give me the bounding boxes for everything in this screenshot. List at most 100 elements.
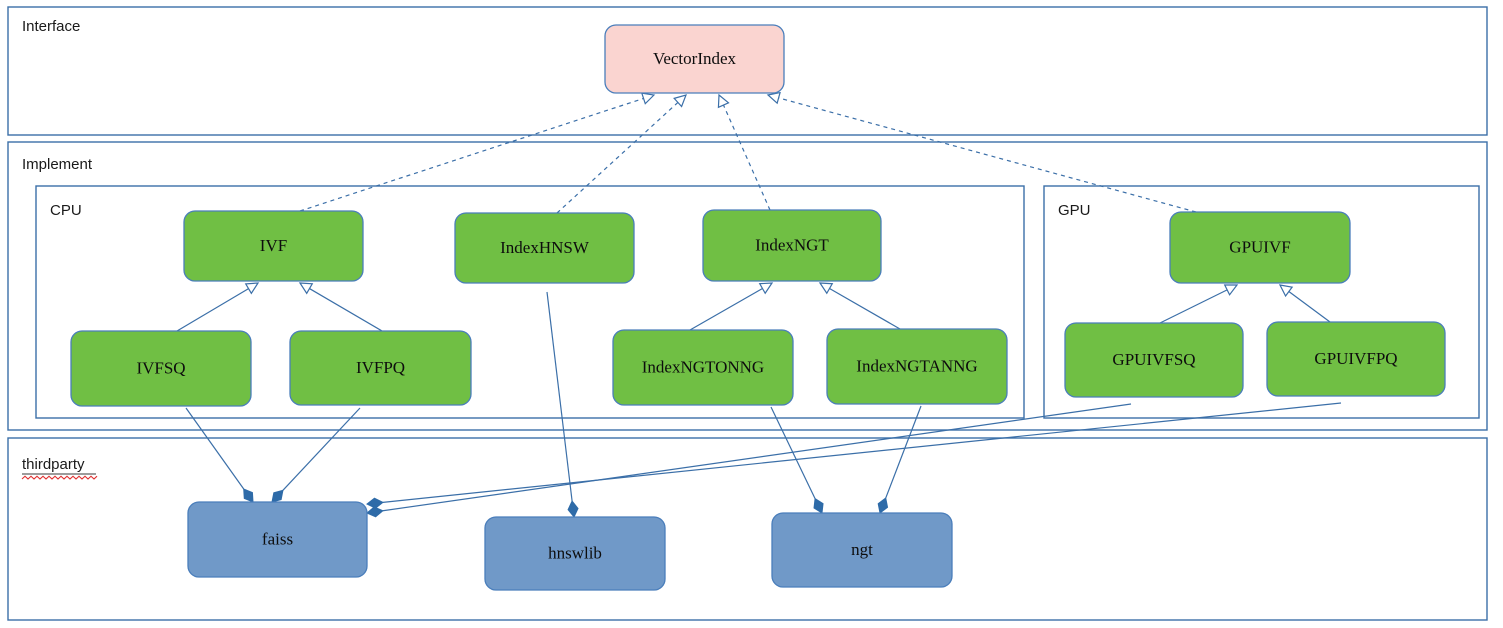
arrowhead-filled-diamond <box>271 489 284 503</box>
node-label-ivf: IVF <box>260 236 287 255</box>
node-label-gpuivfpq: GPUIVFPQ <box>1314 349 1397 368</box>
group-border-implement <box>7 141 1488 431</box>
edge-line-generalization <box>1159 289 1228 324</box>
group-label-implement: Implement <box>22 156 93 173</box>
edge-line-generalization <box>309 288 383 332</box>
node-box-indexhnsw[interactable] <box>454 212 635 284</box>
class-node-indexngtonng[interactable]: IndexNGTONNG <box>612 329 794 406</box>
arrowhead-filled-diamond <box>243 488 254 503</box>
edge-IndexNGT-to-VectorIndex <box>717 93 771 211</box>
class-node-ivfsq[interactable]: IVFSQ <box>70 330 252 407</box>
edge-IVF-to-VectorIndex <box>299 92 656 212</box>
edge-GPUIVFSQ-to-GPUIVF <box>1159 284 1239 324</box>
arrowhead-hollow-triangle <box>758 282 774 295</box>
group-thirdparty: thirdparty <box>7 437 1488 621</box>
node-box-indexngt[interactable] <box>702 209 882 282</box>
class-node-faiss[interactable]: faiss <box>187 501 368 578</box>
node-box-ivfpq[interactable] <box>289 330 472 406</box>
edge-GPUIVF-to-VectorIndex <box>766 91 1197 213</box>
arrowhead-hollow-triangle <box>244 282 260 295</box>
relationship-edges <box>176 91 1342 518</box>
edge-IVFSQ-to-IVF <box>176 282 260 332</box>
edge-hnswlib-to-IndexHNSW <box>546 291 579 518</box>
group-implement: Implement <box>7 141 1488 431</box>
group-label-cpu: CPU <box>50 202 82 219</box>
class-node-gpuivfsq[interactable]: GPUIVFSQ <box>1064 322 1244 398</box>
arrowhead-filled-diamond <box>877 497 889 514</box>
edge-IndexNGTONNG-to-IndexNGT <box>689 282 774 331</box>
class-node-ngt[interactable]: ngt <box>771 512 953 588</box>
edge-line-realization <box>778 97 1197 213</box>
node-box-ivf[interactable] <box>183 210 364 282</box>
edge-faiss-to-GPUIVFSQ <box>366 403 1132 518</box>
group-label-gpu: GPU <box>1058 202 1091 219</box>
class-node-indexngt[interactable]: IndexNGT <box>702 209 882 282</box>
arrowhead-hollow-triangle <box>818 282 834 295</box>
group-label-thirdparty: thirdparty <box>22 456 85 473</box>
node-box-ngt[interactable] <box>771 512 953 588</box>
node-box-gpuivf[interactable] <box>1169 211 1351 284</box>
edge-IVFPQ-to-IVF <box>298 282 383 332</box>
node-box-ivfsq[interactable] <box>70 330 252 407</box>
annotations <box>21 473 98 480</box>
class-node-gpuivfpq[interactable]: GPUIVFPQ <box>1266 321 1446 397</box>
group-border-cpu <box>35 185 1025 419</box>
edge-line-realization <box>556 101 679 214</box>
edge-line-composition <box>382 403 1132 512</box>
edge-GPUIVFPQ-to-GPUIVF <box>1278 284 1331 323</box>
class-node-ivf[interactable]: IVF <box>183 210 364 282</box>
node-label-gpuivf: GPUIVF <box>1229 237 1290 256</box>
edge-line-composition <box>282 407 361 491</box>
arrowhead-filled-diamond <box>567 500 579 518</box>
arrowhead-hollow-triangle <box>1223 284 1239 296</box>
edge-line-realization <box>299 97 644 212</box>
class-node-ivfpq[interactable]: IVFPQ <box>289 330 472 406</box>
node-box-vectorindex[interactable] <box>604 24 785 94</box>
node-box-indexngtonng[interactable] <box>612 329 794 406</box>
node-label-indexngtonng: IndexNGTONNG <box>642 357 764 376</box>
class-node-indexhnsw[interactable]: IndexHNSW <box>454 212 635 284</box>
node-box-gpuivfpq[interactable] <box>1266 321 1446 397</box>
group-gpu: GPU <box>1043 185 1480 419</box>
class-node-indexngtanng[interactable]: IndexNGTANNG <box>826 328 1008 405</box>
arrowhead-hollow-triangle <box>717 93 730 109</box>
group-border-gpu <box>1043 185 1480 419</box>
node-label-vectorindex: VectorIndex <box>653 49 737 68</box>
arrowhead-hollow-triangle <box>766 91 781 105</box>
edge-line-composition <box>770 406 816 499</box>
edge-line-composition <box>546 291 573 502</box>
arrowhead-hollow-triangle <box>673 94 687 108</box>
class-node-vectorindex[interactable]: VectorIndex <box>604 24 785 94</box>
node-label-faiss: faiss <box>262 529 293 548</box>
edge-faiss-to-IVFPQ <box>271 407 361 503</box>
class-node-gpuivf[interactable]: GPUIVF <box>1169 211 1351 284</box>
group-border-interface <box>7 6 1488 136</box>
node-box-faiss[interactable] <box>187 501 368 578</box>
node-box-indexngtanng[interactable] <box>826 328 1008 405</box>
node-label-ivfpq: IVFPQ <box>356 358 405 377</box>
arrowhead-filled-diamond <box>366 506 384 518</box>
arrowhead-filled-diamond <box>813 497 824 514</box>
node-label-ngt: ngt <box>851 540 873 559</box>
node-box-gpuivfsq[interactable] <box>1064 322 1244 398</box>
group-label-interface: Interface <box>22 18 80 35</box>
group-cpu: CPU <box>35 185 1025 419</box>
arrowhead-hollow-triangle <box>1278 284 1294 298</box>
node-label-indexngt: IndexNGT <box>755 235 829 254</box>
edge-IndexNGTANNG-to-IndexNGT <box>818 282 901 330</box>
group-interface: Interface <box>7 6 1488 136</box>
class-node-hnswlib[interactable]: hnswlib <box>484 516 666 591</box>
node-label-ivfsq: IVFSQ <box>136 358 185 377</box>
node-box-hnswlib[interactable] <box>484 516 666 591</box>
edge-ngt-to-IndexNGTANNG <box>877 405 922 514</box>
edge-ngt-to-IndexNGTONNG <box>770 406 824 514</box>
spellcheck-squiggle-icon <box>21 475 98 480</box>
node-label-indexhnsw: IndexHNSW <box>500 238 590 257</box>
edge-faiss-to-GPUIVFPQ <box>366 402 1342 509</box>
node-label-indexngtanng: IndexNGTANNG <box>856 356 977 375</box>
edge-line-generalization <box>176 288 249 332</box>
